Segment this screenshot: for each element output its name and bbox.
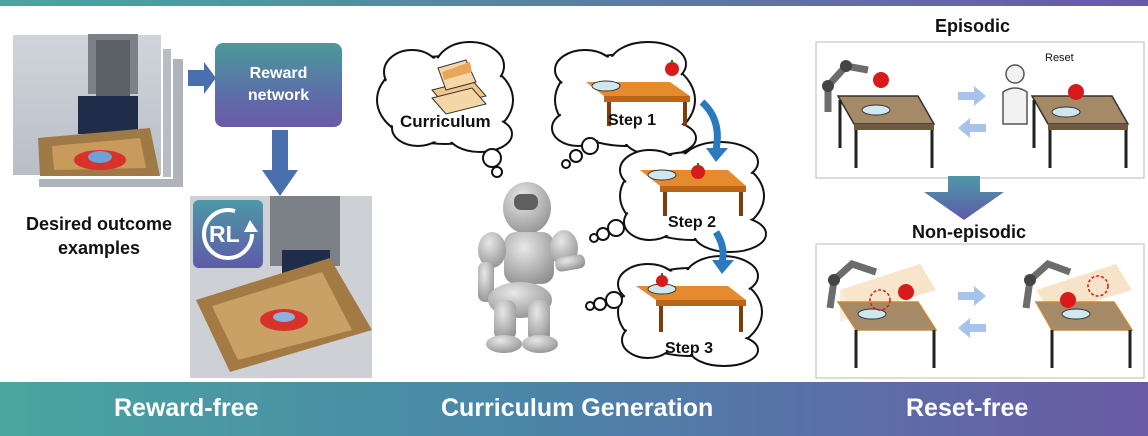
episodic-left-scene <box>822 60 936 168</box>
arrow-to-rl <box>262 130 298 196</box>
step-table-3 <box>636 273 746 332</box>
frame-top <box>0 0 1148 6</box>
bubble-trails <box>482 137 625 311</box>
step-arrow-2-head <box>712 260 734 274</box>
desired-outcome-caption: Desired outcome examples <box>25 214 173 258</box>
banner-curriculum-generation: Curriculum Generation <box>441 394 714 422</box>
person-icon <box>1002 64 1028 125</box>
curriculum-label: Curriculum <box>400 112 491 131</box>
step-table-1 <box>586 60 690 126</box>
non-episodic-left-scene <box>826 260 938 368</box>
banner-reset-free: Reset-free <box>906 394 1029 422</box>
non-episodic-title: Non-episodic <box>912 222 1027 242</box>
book-stack-icon <box>431 59 487 115</box>
step-arrow-1-head <box>706 148 728 162</box>
rl-cycle-icon <box>193 200 263 268</box>
bottom-banner <box>0 382 1148 436</box>
robot-figure <box>478 182 586 353</box>
episodic-arrows <box>958 86 986 138</box>
step-arrow-1 <box>699 99 721 151</box>
step-1-label: Step 1 <box>608 112 657 129</box>
step-arrow-2 <box>712 230 727 263</box>
episodic-to-nonepisodic-arrow <box>924 176 1004 220</box>
banner-reward-free: Reward-free <box>114 394 259 422</box>
step-3-label: Step 3 <box>665 340 714 357</box>
rl-badge-label: RL <box>209 221 240 247</box>
episodic-title: Episodic <box>935 16 1011 36</box>
non-episodic-arrows <box>958 286 986 338</box>
reward-network-label: Reward network <box>247 65 310 104</box>
outcome-photo-stack <box>11 33 185 189</box>
reset-label: Reset <box>1045 52 1074 64</box>
reward-network-box: Reward network <box>215 43 342 127</box>
episodic-right-scene <box>1030 84 1130 168</box>
step-2-label: Step 2 <box>668 214 717 231</box>
arrow-to-reward <box>188 62 216 94</box>
non-episodic-right-scene <box>1022 259 1134 368</box>
diagram-canvas <box>0 0 1148 379</box>
step-table-2 <box>640 163 746 216</box>
